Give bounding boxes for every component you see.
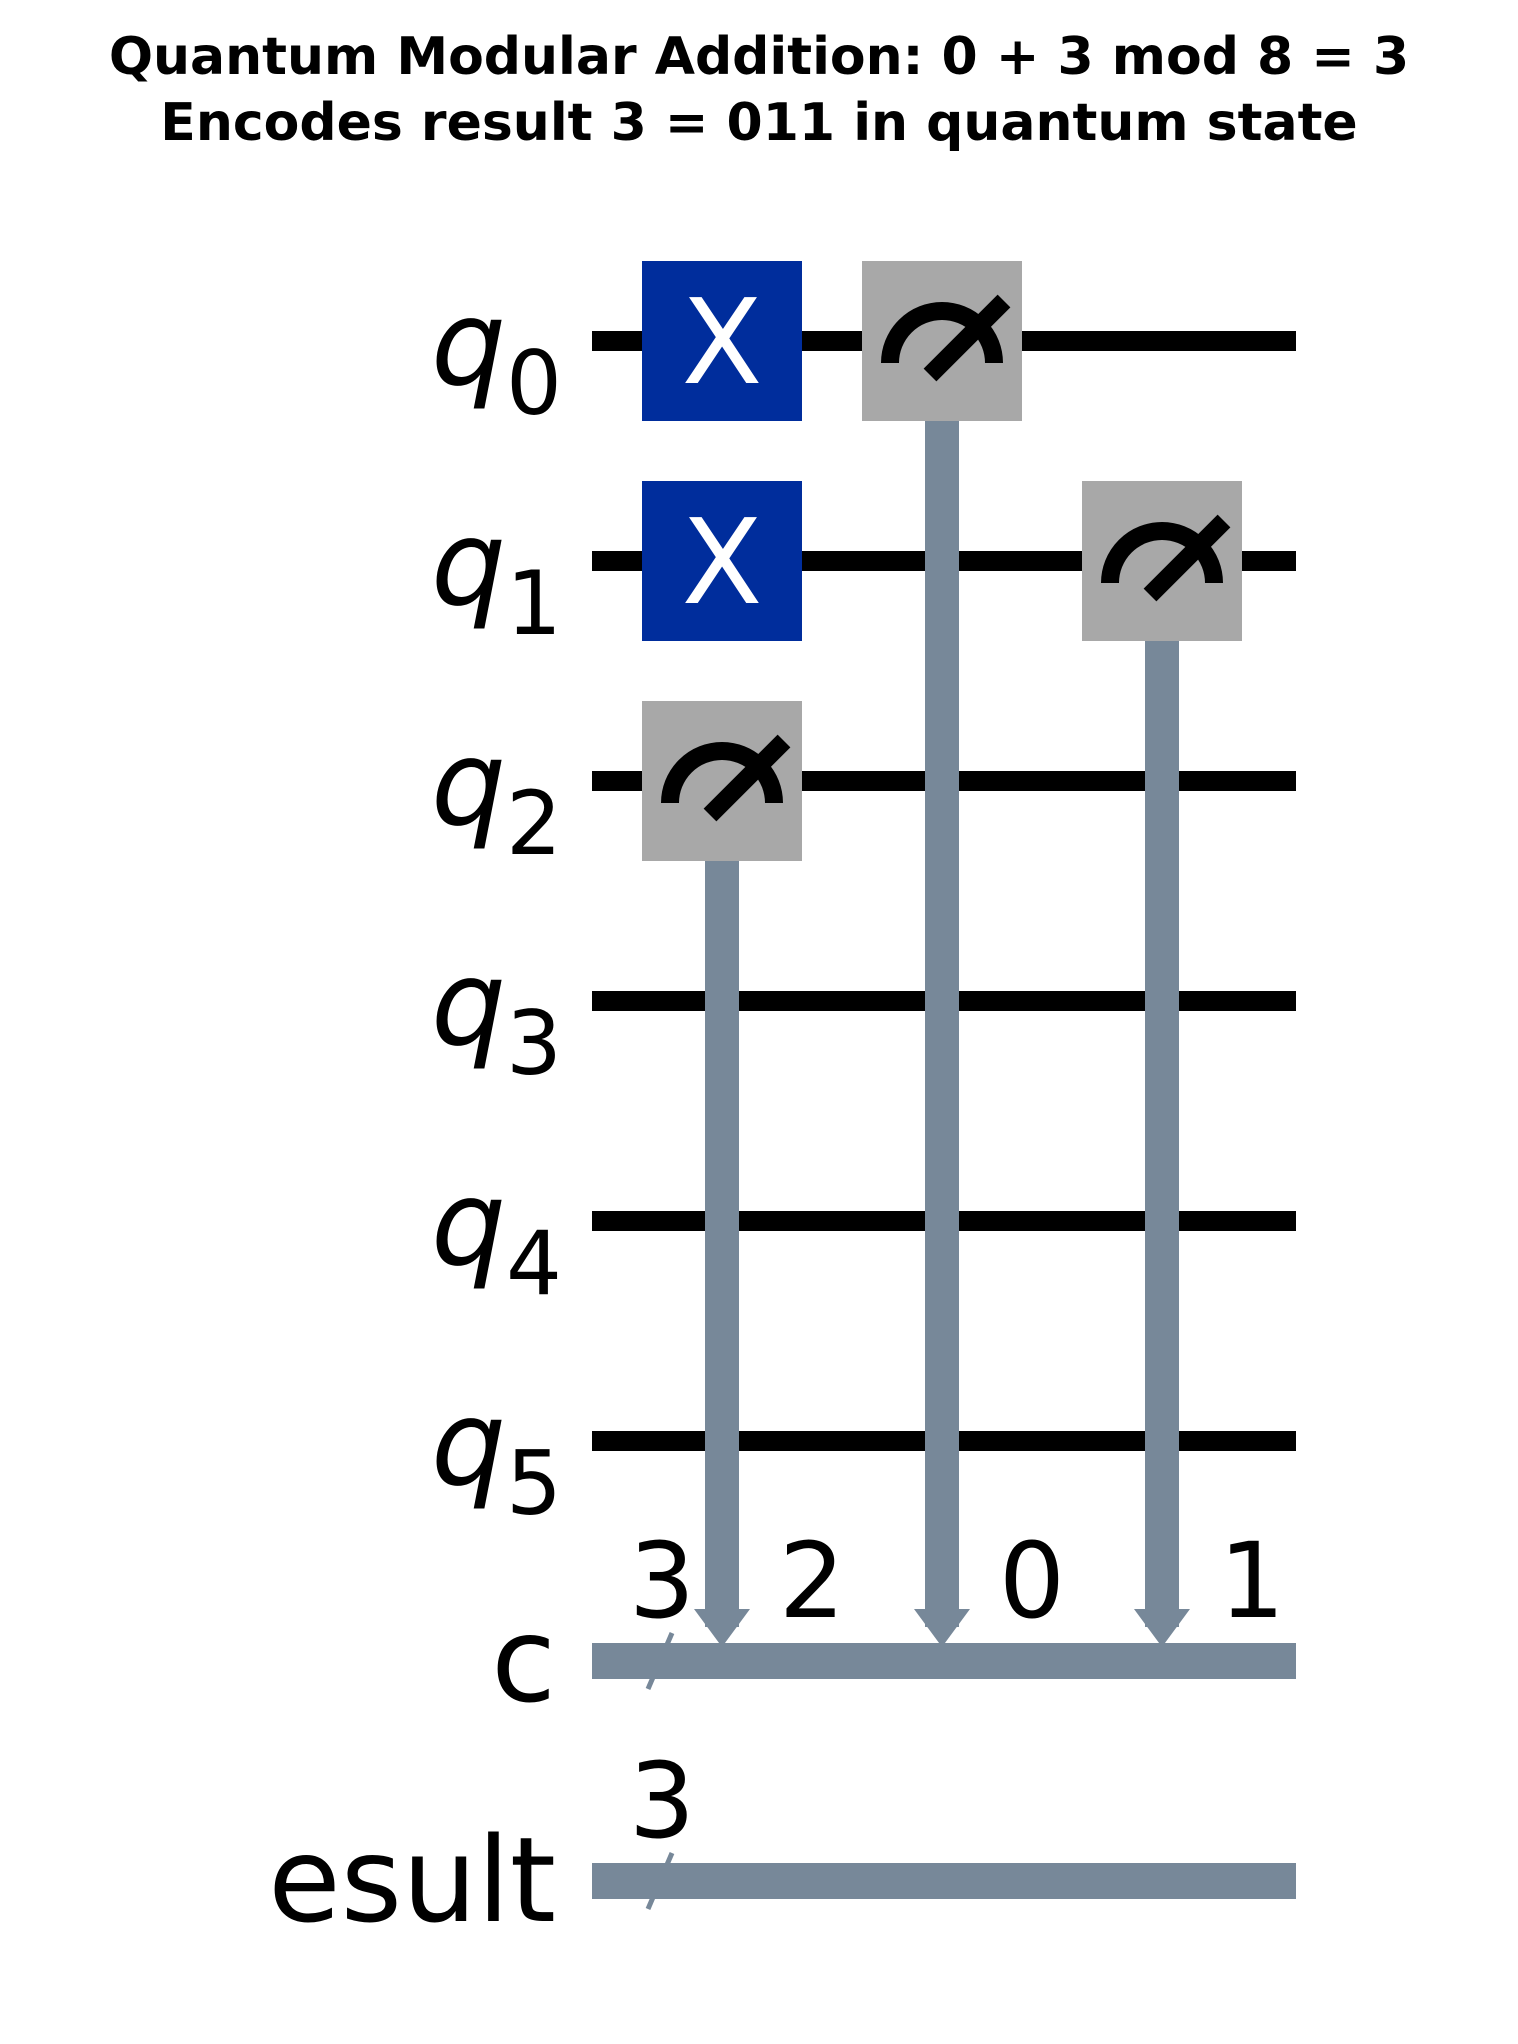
- register-size-c: 3: [629, 1520, 695, 1642]
- qubit-index: 5: [506, 1432, 562, 1535]
- meter-dial: [881, 302, 1003, 364]
- meter-icon: [661, 734, 791, 822]
- qubit-index: 4: [506, 1212, 562, 1315]
- meter-needle: [1143, 514, 1231, 602]
- x-gate-label: X: [682, 273, 763, 411]
- meter-needle: [703, 734, 791, 822]
- qubit-index: 1: [506, 552, 562, 655]
- measure-connectors-layer: [694, 421, 1190, 1647]
- meter-dial: [1101, 522, 1223, 584]
- meter-dial: [661, 742, 783, 804]
- qubit-symbol: q: [431, 1374, 506, 1512]
- x-gate-q0: [642, 261, 802, 421]
- clbit-index-label: 1: [1219, 1520, 1285, 1642]
- qubit-label-1: q1: [431, 494, 562, 655]
- x-gate-q1: [642, 481, 802, 641]
- clbit-index-label: 2: [779, 1520, 845, 1642]
- register-size-result: 3: [629, 1740, 695, 1862]
- title-line-1: Quantum Modular Addition: 0 + 3 mod 8 = …: [109, 27, 1409, 87]
- measure-arrow-q0: [914, 1609, 970, 1647]
- qubit-label-0: q0: [431, 274, 562, 435]
- qubit-index: 0: [506, 332, 562, 435]
- bundle-slash-result: [645, 1852, 675, 1910]
- bundle-slash-c: [645, 1632, 675, 1690]
- qubit-index: 2: [506, 772, 562, 875]
- register-label-result: esult: [268, 1811, 556, 1949]
- qubit-index: 3: [506, 992, 562, 1095]
- qubit-symbol: q: [431, 934, 506, 1072]
- qubit-symbol: q: [431, 714, 506, 852]
- gates-layer: XX: [642, 261, 1242, 861]
- qubit-symbol: q: [431, 494, 506, 632]
- qubit-symbol: q: [431, 274, 506, 412]
- title-line-2: Encodes result 3 = 011 in quantum state: [160, 93, 1357, 153]
- clbit-index-label: 0: [999, 1520, 1065, 1642]
- qubit-symbol: q: [431, 1154, 506, 1292]
- meter-icon: [1101, 514, 1231, 602]
- qubit-label-3: q3: [431, 934, 562, 1095]
- measure-arrow-q2: [694, 1609, 750, 1647]
- meter-needle: [923, 294, 1011, 382]
- x-gate-label: X: [682, 493, 763, 631]
- qubit-label-2: q2: [431, 714, 562, 875]
- qubit-label-5: q5: [431, 1374, 562, 1535]
- meter-icon: [881, 294, 1011, 382]
- register-label-c: c: [491, 1591, 556, 1729]
- qubit-label-4: q4: [431, 1154, 562, 1315]
- measure-arrow-q1: [1134, 1609, 1190, 1647]
